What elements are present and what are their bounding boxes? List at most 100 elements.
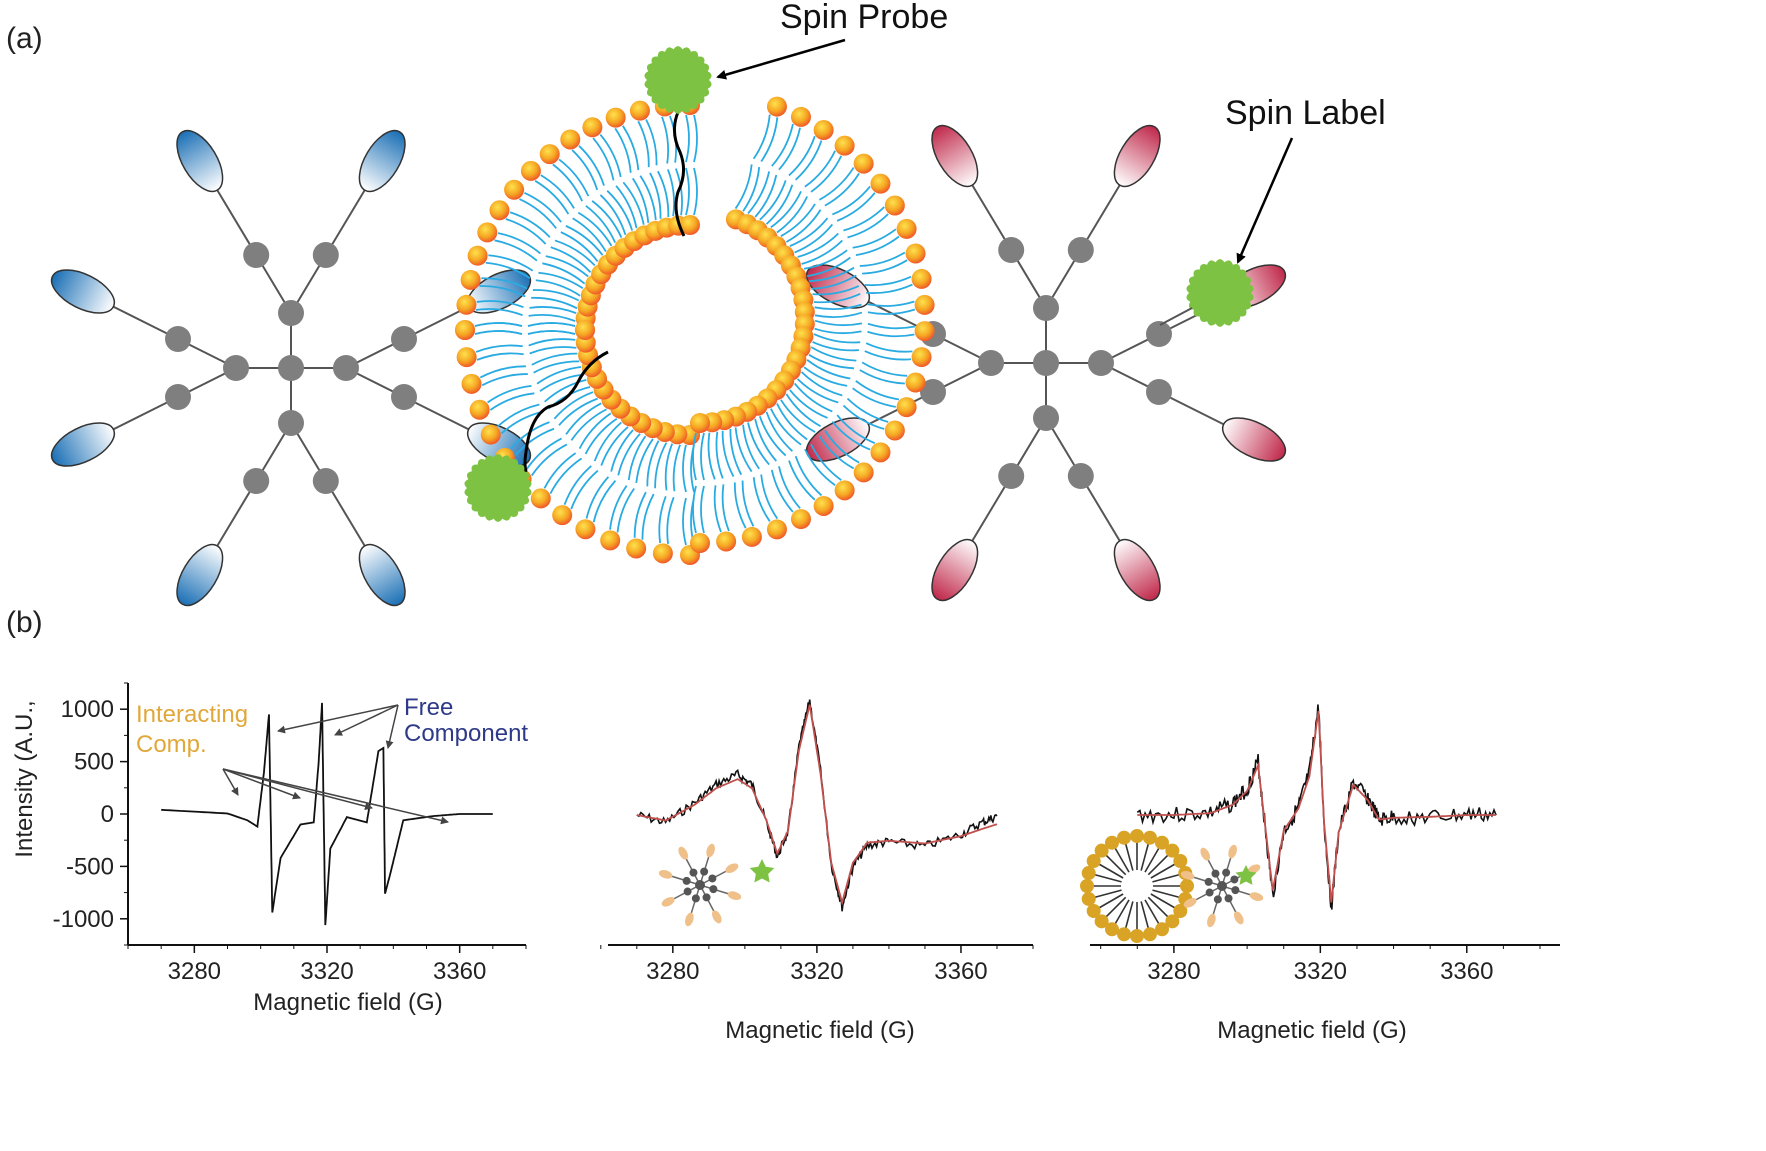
mini-lipid-tail	[1140, 843, 1150, 871]
lipid-tail	[864, 350, 912, 361]
mini-lipid-tail	[1124, 901, 1134, 929]
lipid-tail	[666, 496, 675, 545]
lipid-headgroup	[629, 100, 650, 121]
probe-blob	[464, 454, 532, 522]
lipid-headgroup	[884, 195, 905, 216]
dendron-node	[1146, 321, 1172, 347]
lipid-headgroup	[552, 505, 573, 526]
mini-node	[1205, 888, 1214, 897]
x-tick-label: 3320	[790, 958, 843, 985]
lipid-tail	[533, 360, 580, 374]
lipid-tail	[797, 232, 839, 258]
lipid-tail	[552, 163, 583, 202]
mini-lipid-tail	[1114, 847, 1130, 873]
mini-node	[691, 894, 700, 903]
lipid-tail	[578, 145, 605, 186]
free-label-1: Free	[404, 694, 453, 721]
mini-end	[685, 912, 694, 927]
mini-end	[1233, 911, 1244, 925]
lipid-tail	[742, 167, 761, 212]
dendron-end-group	[176, 129, 224, 193]
lipid-tail	[685, 114, 690, 163]
spin-label-blob	[1159, 259, 1254, 327]
lipid-tail	[692, 432, 697, 481]
lipid-tail	[780, 203, 816, 237]
lipid-tail	[765, 184, 794, 225]
lipid-headgroup	[834, 135, 855, 156]
lipid-tail	[831, 420, 871, 451]
lipid-tail	[734, 164, 753, 210]
dendron-bond	[403, 396, 475, 433]
lipid-tail	[794, 223, 834, 254]
lipid-tail	[540, 174, 575, 209]
mini-node	[682, 876, 691, 885]
lipid-tail	[810, 346, 857, 362]
lipid-tail	[682, 444, 687, 493]
lipid-headgroup	[489, 200, 510, 221]
panel-b-label: (b)	[6, 606, 43, 639]
mini-lipid-head	[1173, 904, 1188, 918]
lipid-tail	[538, 271, 584, 289]
lipid-tail	[488, 254, 534, 272]
dendron-node	[278, 355, 304, 381]
lipid-tail	[788, 135, 816, 177]
x-tick-label: 3360	[1440, 958, 1493, 985]
lipid-tail	[776, 403, 808, 441]
lipid-tail	[657, 170, 670, 218]
mini-lipid-head	[1165, 843, 1180, 858]
mini-lipid-tail	[1094, 873, 1122, 883]
mini-lipid-tail	[1105, 896, 1127, 918]
probe-blob	[644, 46, 712, 114]
lipid-tail	[610, 429, 634, 472]
x-tick-label: 3280	[168, 958, 221, 985]
interacting-arrow	[222, 768, 239, 796]
lipid-tail	[801, 239, 843, 265]
lipid-tail	[752, 114, 771, 160]
y-tick-label: 1000	[61, 696, 114, 723]
dendron-bond	[107, 396, 179, 433]
lipid-headgroup	[460, 269, 481, 290]
y-tick-label: -500	[66, 853, 114, 880]
lipid-tail	[497, 403, 540, 428]
epr-fit-3	[1137, 710, 1497, 903]
mini-lipid-head	[1094, 914, 1109, 929]
mini-lipid-tail	[1144, 899, 1160, 925]
mini-lipid-head	[1117, 927, 1132, 942]
lipid-tail	[591, 200, 623, 238]
mini-lipid-head	[1080, 879, 1094, 893]
dendron-end-group	[50, 422, 116, 467]
lipid-headgroup	[853, 462, 874, 483]
lipid-headgroup	[539, 144, 560, 165]
lipid-tail	[765, 411, 793, 452]
lipid-headgroup	[870, 442, 891, 463]
lipid-headgroup	[582, 117, 603, 138]
spin-probe-arrow	[716, 38, 846, 80]
lipid-tail	[527, 322, 576, 327]
x-tick-label: 3320	[1294, 958, 1347, 985]
dendron-node	[1067, 463, 1094, 489]
lipid-tail	[476, 300, 524, 309]
lipid-tail	[700, 485, 705, 534]
dendron-end-group	[358, 129, 406, 193]
lipid-headgroup	[914, 294, 935, 315]
lipid-tail	[794, 455, 823, 497]
lipid-tail	[672, 444, 681, 492]
lipid-tail	[667, 169, 675, 217]
probe-chain-bottom	[523, 350, 609, 473]
lipid-tail	[867, 308, 916, 315]
lipid-tail	[832, 185, 871, 216]
y-tick-label: -1000	[53, 906, 114, 933]
lipid-tail	[475, 308, 523, 317]
spin-probe-bottom	[464, 454, 532, 522]
lipid-tail	[861, 361, 908, 377]
lipid-tail	[864, 275, 912, 287]
lipid-tail	[836, 414, 876, 445]
dendron-node	[1067, 237, 1094, 263]
lipid-tail	[545, 255, 589, 278]
lipid-tail	[554, 239, 596, 267]
lipid-tail	[615, 185, 638, 229]
lipid-tail	[796, 378, 839, 404]
lipid-headgroup	[884, 420, 905, 441]
lipid-tail	[867, 330, 915, 338]
